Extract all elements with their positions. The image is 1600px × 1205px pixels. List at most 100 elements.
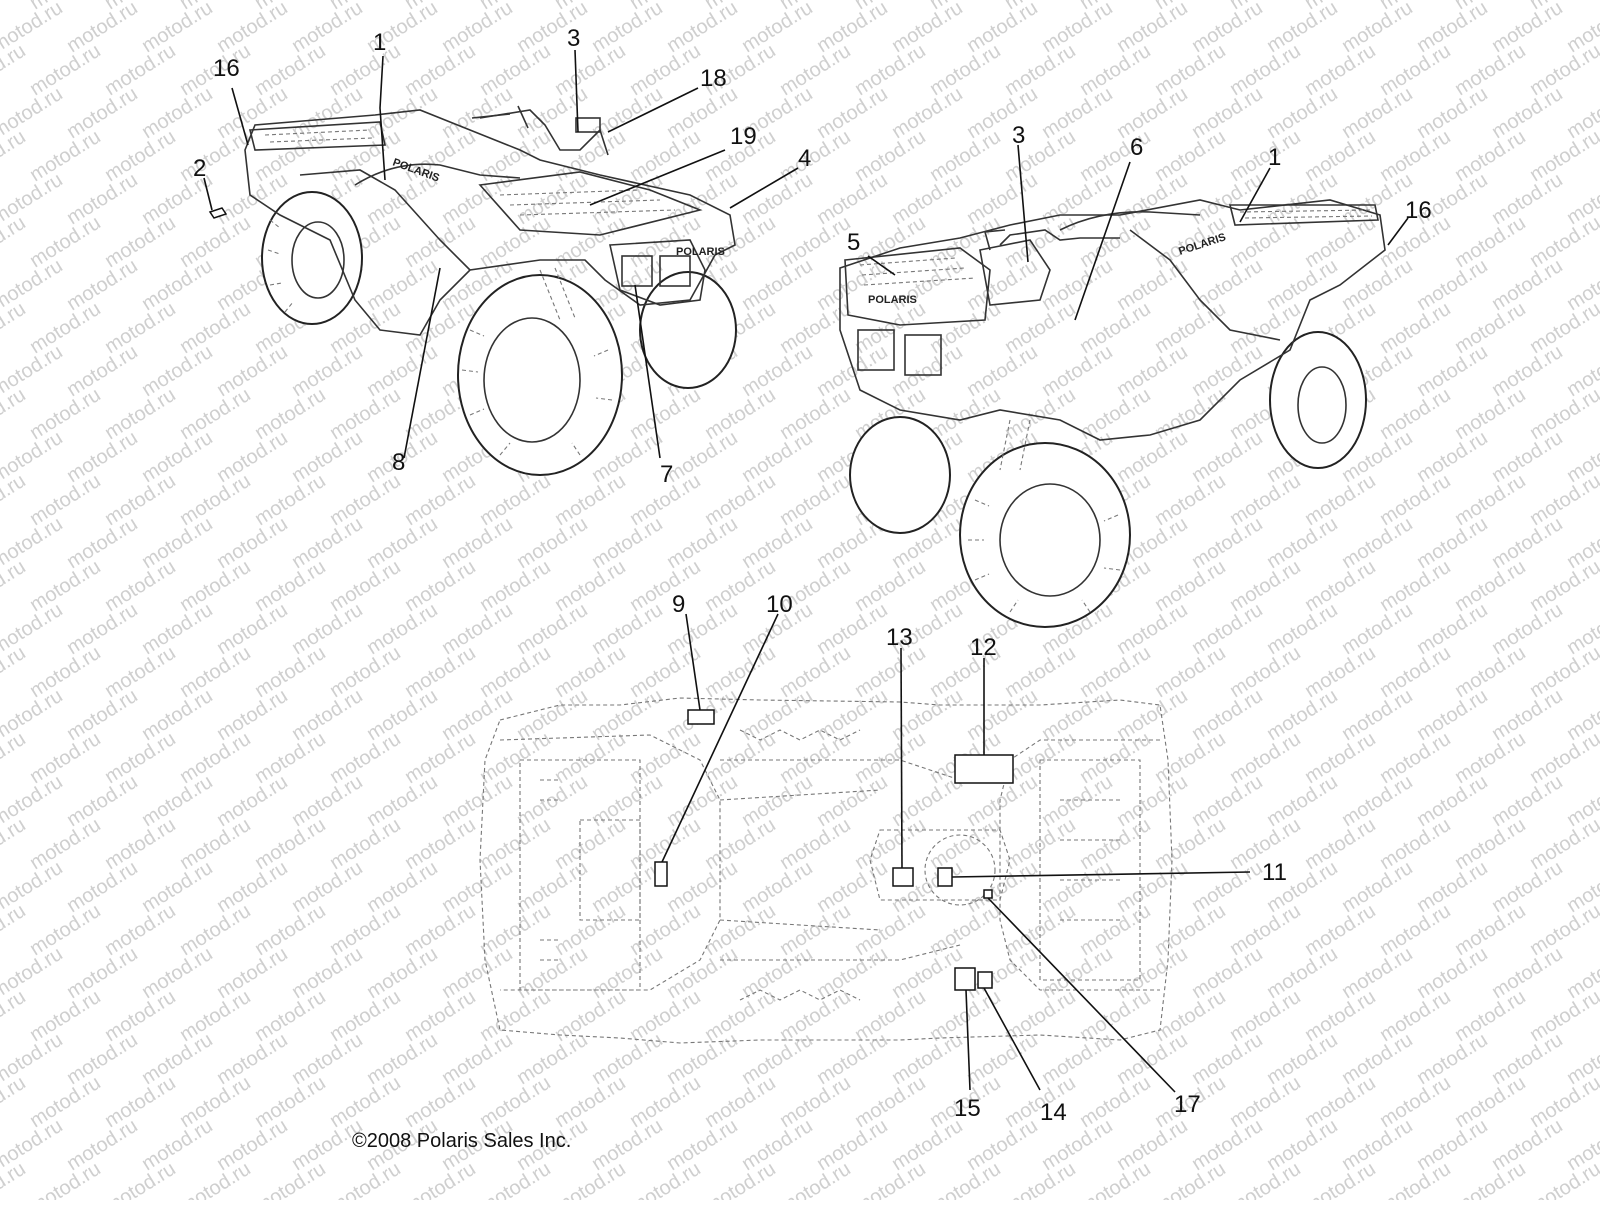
watermark-text: motod.ru xyxy=(0,470,30,530)
watermark-text: motod.ru xyxy=(176,728,255,788)
watermark-text: motod.ru xyxy=(1413,255,1492,315)
watermark-text: motod.ru xyxy=(551,126,630,186)
watermark-text: motod.ru xyxy=(1488,771,1567,831)
callout-18: 18 xyxy=(700,65,727,92)
watermark-text: motod.ru xyxy=(776,900,855,960)
watermark-text: motod.ru xyxy=(1226,986,1305,1046)
watermark-text: motod.ru xyxy=(363,857,442,917)
watermark-text: motod.ru xyxy=(1151,986,1230,1046)
watermark-text: motod.ru xyxy=(963,169,1042,229)
decal-11 xyxy=(937,867,953,887)
watermark-text: motod.ru xyxy=(1413,857,1492,917)
watermark-text: motod.ru xyxy=(63,771,142,831)
watermark-text: motod.ru xyxy=(776,986,855,1046)
watermark-text: motod.ru xyxy=(663,857,742,917)
watermark-text: motod.ru xyxy=(1226,642,1305,702)
watermark-text: motod.ru xyxy=(1263,599,1342,659)
watermark-text: motod.ru xyxy=(1488,341,1567,401)
watermark-text: motod.ru xyxy=(0,384,30,444)
watermark-text: motod.ru xyxy=(401,556,480,616)
watermark-text: motod.ru xyxy=(926,1158,1005,1200)
watermark-text: motod.ru xyxy=(1263,83,1342,143)
watermark-text: motod.ru xyxy=(776,642,855,702)
watermark-text: motod.ru xyxy=(776,1158,855,1200)
watermark-text: motod.ru xyxy=(1526,126,1600,186)
watermark-text: motod.ru xyxy=(1151,556,1230,616)
watermark-text: motod.ru xyxy=(963,83,1042,143)
watermark-text: motod.ru xyxy=(26,212,105,272)
watermark-text: motod.ru xyxy=(1413,341,1492,401)
watermark-text: motod.ru xyxy=(738,341,817,401)
watermark-text: motod.ru xyxy=(476,40,555,100)
callout-4: 4 xyxy=(798,145,811,172)
watermark-text: motod.ru xyxy=(1226,728,1305,788)
watermark-text: motod.ru xyxy=(1226,1158,1305,1200)
watermark-text: motod.ru xyxy=(401,1072,480,1132)
watermark-text: motod.ru xyxy=(101,384,180,444)
watermark-text: motod.ru xyxy=(888,1029,967,1089)
watermark-text: motod.ru xyxy=(0,900,30,960)
watermark-text: motod.ru xyxy=(1376,642,1455,702)
callout-17: 17 xyxy=(1174,1091,1201,1118)
watermark-text: motod.ru xyxy=(101,470,180,530)
watermark-text: motod.ru xyxy=(738,169,817,229)
watermark-text: motod.ru xyxy=(138,83,217,143)
watermark-text: motod.ru xyxy=(626,642,705,702)
watermark-text: motod.ru xyxy=(1338,857,1417,917)
watermark-text: motod.ru xyxy=(738,1115,817,1175)
watermark-text: motod.ru xyxy=(476,814,555,874)
watermark-text: motod.ru xyxy=(176,642,255,702)
watermark-text: motod.ru xyxy=(26,126,105,186)
watermark-text: motod.ru xyxy=(363,83,442,143)
watermark-text: motod.ru xyxy=(288,857,367,917)
watermark-text: motod.ru xyxy=(626,728,705,788)
watermark-text: motod.ru xyxy=(1376,900,1455,960)
watermark-text: motod.ru xyxy=(776,212,855,272)
watermark-text: motod.ru xyxy=(326,556,405,616)
watermark-text: motod.ru xyxy=(1113,1029,1192,1089)
watermark-text: motod.ru xyxy=(0,40,30,100)
watermark-text: motod.ru xyxy=(401,126,480,186)
watermark-text: motod.ru xyxy=(1188,771,1267,831)
watermark-text: motod.ru xyxy=(476,642,555,702)
watermark-text: motod.ru xyxy=(776,384,855,444)
watermark-text: motod.ru xyxy=(1526,40,1600,100)
watermark-text: motod.ru xyxy=(813,0,892,57)
watermark-text: motod.ru xyxy=(663,1115,742,1175)
watermark-text: motod.ru xyxy=(251,986,330,1046)
watermark-text: motod.ru xyxy=(176,986,255,1046)
watermark-text: motod.ru xyxy=(851,986,930,1046)
watermark-text: motod.ru xyxy=(851,1072,930,1132)
decal-14 xyxy=(977,971,993,989)
watermark-text: motod.ru xyxy=(251,728,330,788)
watermark-text: motod.ru xyxy=(401,900,480,960)
watermark-text: motod.ru xyxy=(1188,1115,1267,1175)
watermark-text: motod.ru xyxy=(476,470,555,530)
watermark-text: motod.ru xyxy=(1338,83,1417,143)
watermark-text: motod.ru xyxy=(63,169,142,229)
watermark-text: motod.ru xyxy=(1001,298,1080,358)
watermark-text: motod.ru xyxy=(138,599,217,659)
decal-17 xyxy=(983,889,993,899)
atv-right-view: POLARIS POLARIS xyxy=(839,199,1386,628)
watermark-text: motod.ru xyxy=(1113,255,1192,315)
watermark-text: motod.ru xyxy=(438,599,517,659)
watermark-text: motod.ru xyxy=(551,40,630,100)
watermark-text: motod.ru xyxy=(1188,0,1267,57)
watermark-text: motod.ru xyxy=(1413,513,1492,573)
watermark-text: motod.ru xyxy=(138,1029,217,1089)
watermark-text: motod.ru xyxy=(1038,771,1117,831)
watermark-text: motod.ru xyxy=(588,1115,667,1175)
watermark-text: motod.ru xyxy=(1188,255,1267,315)
watermark-text: motod.ru xyxy=(288,427,367,487)
watermark-text: motod.ru xyxy=(551,900,630,960)
watermark-text: motod.ru xyxy=(1338,1115,1417,1175)
watermark-text: motod.ru xyxy=(101,986,180,1046)
watermark-text: motod.ru xyxy=(63,685,142,745)
watermark-text: motod.ru xyxy=(1451,298,1530,358)
watermark-text: motod.ru xyxy=(0,1072,30,1132)
watermark-text: motod.ru xyxy=(326,384,405,444)
watermark-text: motod.ru xyxy=(401,642,480,702)
watermark-text: motod.ru xyxy=(926,126,1005,186)
